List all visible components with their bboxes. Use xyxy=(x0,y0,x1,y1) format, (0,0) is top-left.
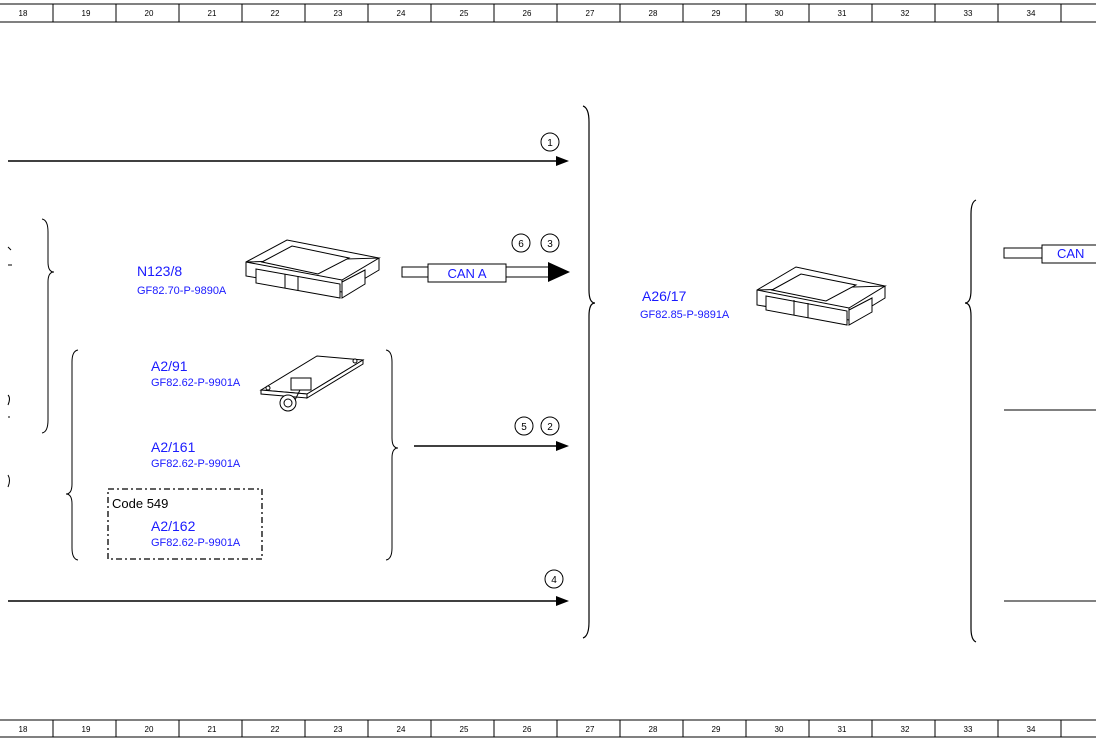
can-a-label: CAN A xyxy=(447,266,486,281)
connector-marker-5 xyxy=(514,416,534,436)
a26-17-component[interactable]: A26/17 GF82.85-P-9891A xyxy=(640,266,887,326)
connector-number-3: 3 xyxy=(547,239,553,250)
ruler-column-number: 20 xyxy=(145,9,154,18)
ruler-column-number: 25 xyxy=(460,725,469,734)
a2-91-id: A2/91 xyxy=(151,358,188,374)
control-unit-icon xyxy=(756,266,887,326)
arrowhead xyxy=(548,262,570,282)
ruler-column-number: 21 xyxy=(208,725,217,734)
ruler-column-number: 31 xyxy=(838,9,847,18)
ruler-column-number: 24 xyxy=(397,725,406,734)
main-brace xyxy=(582,105,596,639)
lower-group-brace xyxy=(65,349,399,561)
ruler-column-number: 27 xyxy=(586,725,595,734)
connector-number-4: 4 xyxy=(551,575,557,586)
bottom-ruler: 18 19 20 21 22 23 24 25 26 27 28 29 30 31 32 33 34 xyxy=(0,719,1096,738)
top-ruler: 18 19 20 21 22 23 24 25 26 27 28 29 30 31 32 33 34 xyxy=(0,3,1096,23)
n123-8-component[interactable]: N123/8 GF82.70-P-9890A xyxy=(137,239,381,299)
a2-161-ref[interactable]: GF82.62-P-9901A xyxy=(151,458,241,470)
can-right-label: CAN xyxy=(1057,246,1084,261)
ruler-column-number: 22 xyxy=(271,725,280,734)
ruler-column-number: 30 xyxy=(775,9,784,18)
signal-line-1: 1 xyxy=(8,132,569,166)
ruler-column-number: 23 xyxy=(334,9,343,18)
a26-17-id: A26/17 xyxy=(642,288,687,304)
ruler-column-number: 33 xyxy=(964,9,973,18)
ruler-column-number: 19 xyxy=(82,9,91,18)
a2-162-ref[interactable]: GF82.62-P-9901A xyxy=(151,537,241,549)
right-brace xyxy=(964,199,977,643)
ruler-column-number: 19 xyxy=(82,725,91,734)
ruler-column-number: 22 xyxy=(271,9,280,18)
code-549-label: Code 549 xyxy=(112,496,168,511)
n123-8-id: N123/8 xyxy=(137,263,182,279)
connector-number-1: 1 xyxy=(547,138,553,149)
ruler-column-number: 26 xyxy=(523,725,532,734)
connector-number-2: 2 xyxy=(547,422,553,433)
connector-marker-1 xyxy=(540,132,560,152)
can-bus-right: CAN xyxy=(1003,244,1096,602)
ruler-column-number: 30 xyxy=(775,725,784,734)
ruler-column-number: 29 xyxy=(712,9,721,18)
a2-161-id: A2/161 xyxy=(151,439,196,455)
ruler-column-number: 23 xyxy=(334,725,343,734)
signal-line-5-2: 5 2 xyxy=(414,416,569,451)
a2-91-ref[interactable]: GF82.62-P-9901A xyxy=(151,377,241,389)
a26-17-ref[interactable]: GF82.85-P-9891A xyxy=(640,309,730,321)
ruler-column-number: 26 xyxy=(523,9,532,18)
a2-162-id: A2/162 xyxy=(151,518,196,534)
arrowhead xyxy=(556,156,569,166)
ruler-column-number: 34 xyxy=(1027,725,1036,734)
ruler-column-number: 20 xyxy=(145,725,154,734)
ruler-column-number: 34 xyxy=(1027,9,1036,18)
ruler-column-number: 24 xyxy=(397,9,406,18)
ruler-column-number: 29 xyxy=(712,725,721,734)
ruler-column-number: 32 xyxy=(901,725,910,734)
left-brace-upper xyxy=(7,218,55,488)
ruler-column-number: 27 xyxy=(586,9,595,18)
arrowhead xyxy=(556,441,569,451)
ruler-column-number: 33 xyxy=(964,725,973,734)
ruler-column-number: 18 xyxy=(19,9,28,18)
connector-number-6: 6 xyxy=(518,239,524,250)
connector-marker-2 xyxy=(540,416,560,436)
n123-8-ref[interactable]: GF82.70-P-9890A xyxy=(137,285,227,297)
ruler-column-number: 31 xyxy=(838,725,847,734)
antenna-module-icon xyxy=(259,355,365,412)
ruler-column-number: 28 xyxy=(649,725,658,734)
signal-line-4: 4 xyxy=(8,569,569,606)
code-549-box: Code 549 A2/162 GF82.62-P-9901A xyxy=(107,488,263,560)
connector-number-5: 5 xyxy=(521,422,527,433)
arrowhead xyxy=(556,596,569,606)
control-unit-icon xyxy=(245,239,381,299)
connector-marker-3 xyxy=(540,233,560,253)
a2-161-component[interactable]: A2/161 GF82.62-P-9901A xyxy=(151,439,241,470)
ruler-column-number: 28 xyxy=(649,9,658,18)
a2-91-component[interactable]: A2/91 GF82.62-P-9901A xyxy=(151,355,365,412)
ruler-column-number: 25 xyxy=(460,9,469,18)
connector-marker-4 xyxy=(544,569,564,589)
ruler-column-number: 21 xyxy=(208,9,217,18)
ruler-column-number: 18 xyxy=(19,725,28,734)
ruler-column-number: 32 xyxy=(901,9,910,18)
connector-marker-6 xyxy=(511,233,531,253)
can-a-bus: CAN A 6 3 xyxy=(401,233,570,283)
